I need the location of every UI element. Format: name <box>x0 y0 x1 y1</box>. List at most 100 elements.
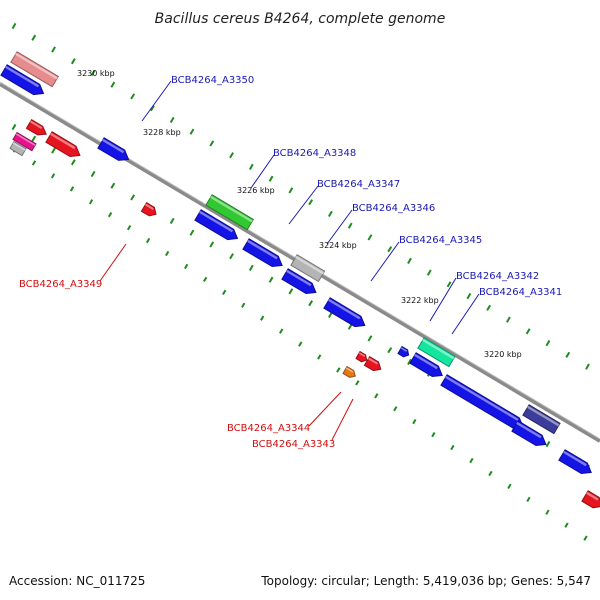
scale-tick <box>545 339 551 347</box>
scale-tick <box>506 316 511 323</box>
scale-tick <box>209 140 215 147</box>
scale-tick <box>367 234 373 241</box>
scale-tick <box>260 315 265 321</box>
scale-tick <box>203 276 208 283</box>
scale-tick <box>107 211 113 218</box>
scale-tick <box>450 444 455 451</box>
gene-feature[interactable] <box>0 64 45 96</box>
scale-tick <box>288 288 294 295</box>
leader-a3345 <box>370 241 400 282</box>
gene-feature[interactable] <box>558 449 592 475</box>
gene-label[interactable]: BCB4264_A3347 <box>317 179 400 190</box>
gene-feature-highlight <box>516 421 542 439</box>
gene-feature[interactable] <box>323 297 366 328</box>
gene-label[interactable]: BCB4264_A3343 <box>252 439 335 450</box>
leader-a3341 <box>451 293 480 335</box>
scale-tick <box>585 363 590 370</box>
scale-tick <box>308 199 314 206</box>
gene-label[interactable]: BCB4264_A3346 <box>352 203 435 214</box>
gene-feature[interactable] <box>397 345 410 358</box>
gene-feature-highlight <box>12 142 26 151</box>
gene-feature-highlight <box>367 357 379 365</box>
scale-tick <box>431 431 436 438</box>
gene-feature[interactable] <box>25 119 47 136</box>
scale-tick <box>69 186 75 192</box>
gene-feature[interactable] <box>290 254 326 283</box>
leader-a3346 <box>326 209 353 245</box>
gene-label[interactable]: BCB4264_A3349 <box>19 279 102 290</box>
gene-feature[interactable] <box>205 194 254 231</box>
gene-feature-highlight <box>422 338 455 360</box>
scale-tick <box>564 522 569 528</box>
gene-feature[interactable] <box>417 337 456 368</box>
gene-feature-highlight <box>345 367 354 373</box>
gene-feature[interactable] <box>242 238 283 268</box>
leader-a3347 <box>288 185 319 225</box>
scale-tick <box>426 269 432 276</box>
scale-tick <box>222 289 227 296</box>
gene-feature-highlight <box>15 52 58 80</box>
scale-tick <box>446 281 452 288</box>
scale-tick <box>486 304 492 311</box>
gene-label[interactable]: BCB4264_A3348 <box>273 148 356 159</box>
scale-tick <box>565 351 571 358</box>
scale-tick <box>387 246 393 253</box>
scale-tick <box>583 535 588 541</box>
scale-tick <box>110 182 116 189</box>
leader-a3343 <box>331 398 354 441</box>
gene-feature[interactable] <box>9 140 27 157</box>
gene-feature[interactable] <box>409 352 443 378</box>
scale-tick <box>279 328 284 334</box>
scale-tick <box>31 135 37 142</box>
gene-feature[interactable] <box>355 350 368 363</box>
gene-feature-highlight <box>247 239 278 260</box>
scale-tick <box>150 105 155 112</box>
leader-a3350 <box>141 80 172 122</box>
leader-a3342 <box>429 277 457 322</box>
gene-feature[interactable] <box>281 268 317 295</box>
scale-tick <box>51 46 56 53</box>
gene-feature-highlight <box>210 195 253 223</box>
gene-label[interactable]: BCB4264_A3350 <box>171 75 254 86</box>
gene-label[interactable]: BCB4264_A3341 <box>479 287 562 298</box>
scale-tick <box>184 263 189 270</box>
scale-labels: 3230 kbp 3228 kbp 3226 kbp 3224 kbp 3222… <box>77 69 522 359</box>
scale-tick <box>70 58 76 65</box>
leader-a3348 <box>250 154 275 189</box>
scale-tick <box>241 302 246 308</box>
scale-tick <box>526 496 531 503</box>
gene-feature[interactable] <box>511 420 547 447</box>
gene-feature[interactable] <box>581 490 600 509</box>
gene-feature[interactable] <box>45 131 81 158</box>
scale-tick <box>229 152 234 159</box>
gene-labels-top: BCB4264_A3350 BCB4264_A3348 BCB4264_A334… <box>171 75 562 298</box>
gene-feature-highlight <box>400 347 408 352</box>
gene-label[interactable]: BCB4264_A3342 <box>456 271 539 282</box>
scale-tick <box>268 175 274 182</box>
gene-feature[interactable] <box>12 131 37 152</box>
scale-tick <box>328 210 333 217</box>
gene-feature[interactable] <box>363 356 382 372</box>
gene-feature-highlight <box>563 450 587 467</box>
gene-feature[interactable] <box>10 51 59 88</box>
gene-feature[interactable] <box>522 404 561 435</box>
scale-tick <box>90 69 96 77</box>
gene-feature-highlight <box>328 298 361 320</box>
scale-label: 3230 kbp <box>77 69 115 78</box>
scale-tick <box>11 22 17 30</box>
gene-feature[interactable] <box>440 374 524 429</box>
gene-feature[interactable] <box>140 202 157 217</box>
leader-a3349 <box>99 243 127 282</box>
scale-tick <box>317 354 322 360</box>
gene-feature[interactable] <box>97 137 130 161</box>
scale-tick <box>288 187 294 194</box>
scale-tick <box>90 170 96 178</box>
scale-tick <box>189 128 195 135</box>
gene-label[interactable]: BCB4264_A3345 <box>399 235 482 246</box>
scale-label: 3224 kbp <box>319 241 357 250</box>
scale-tick <box>393 406 398 412</box>
gene-feature[interactable] <box>194 209 239 241</box>
gene-label[interactable]: BCB4264_A3344 <box>227 423 310 434</box>
gene-feature[interactable] <box>342 365 356 378</box>
